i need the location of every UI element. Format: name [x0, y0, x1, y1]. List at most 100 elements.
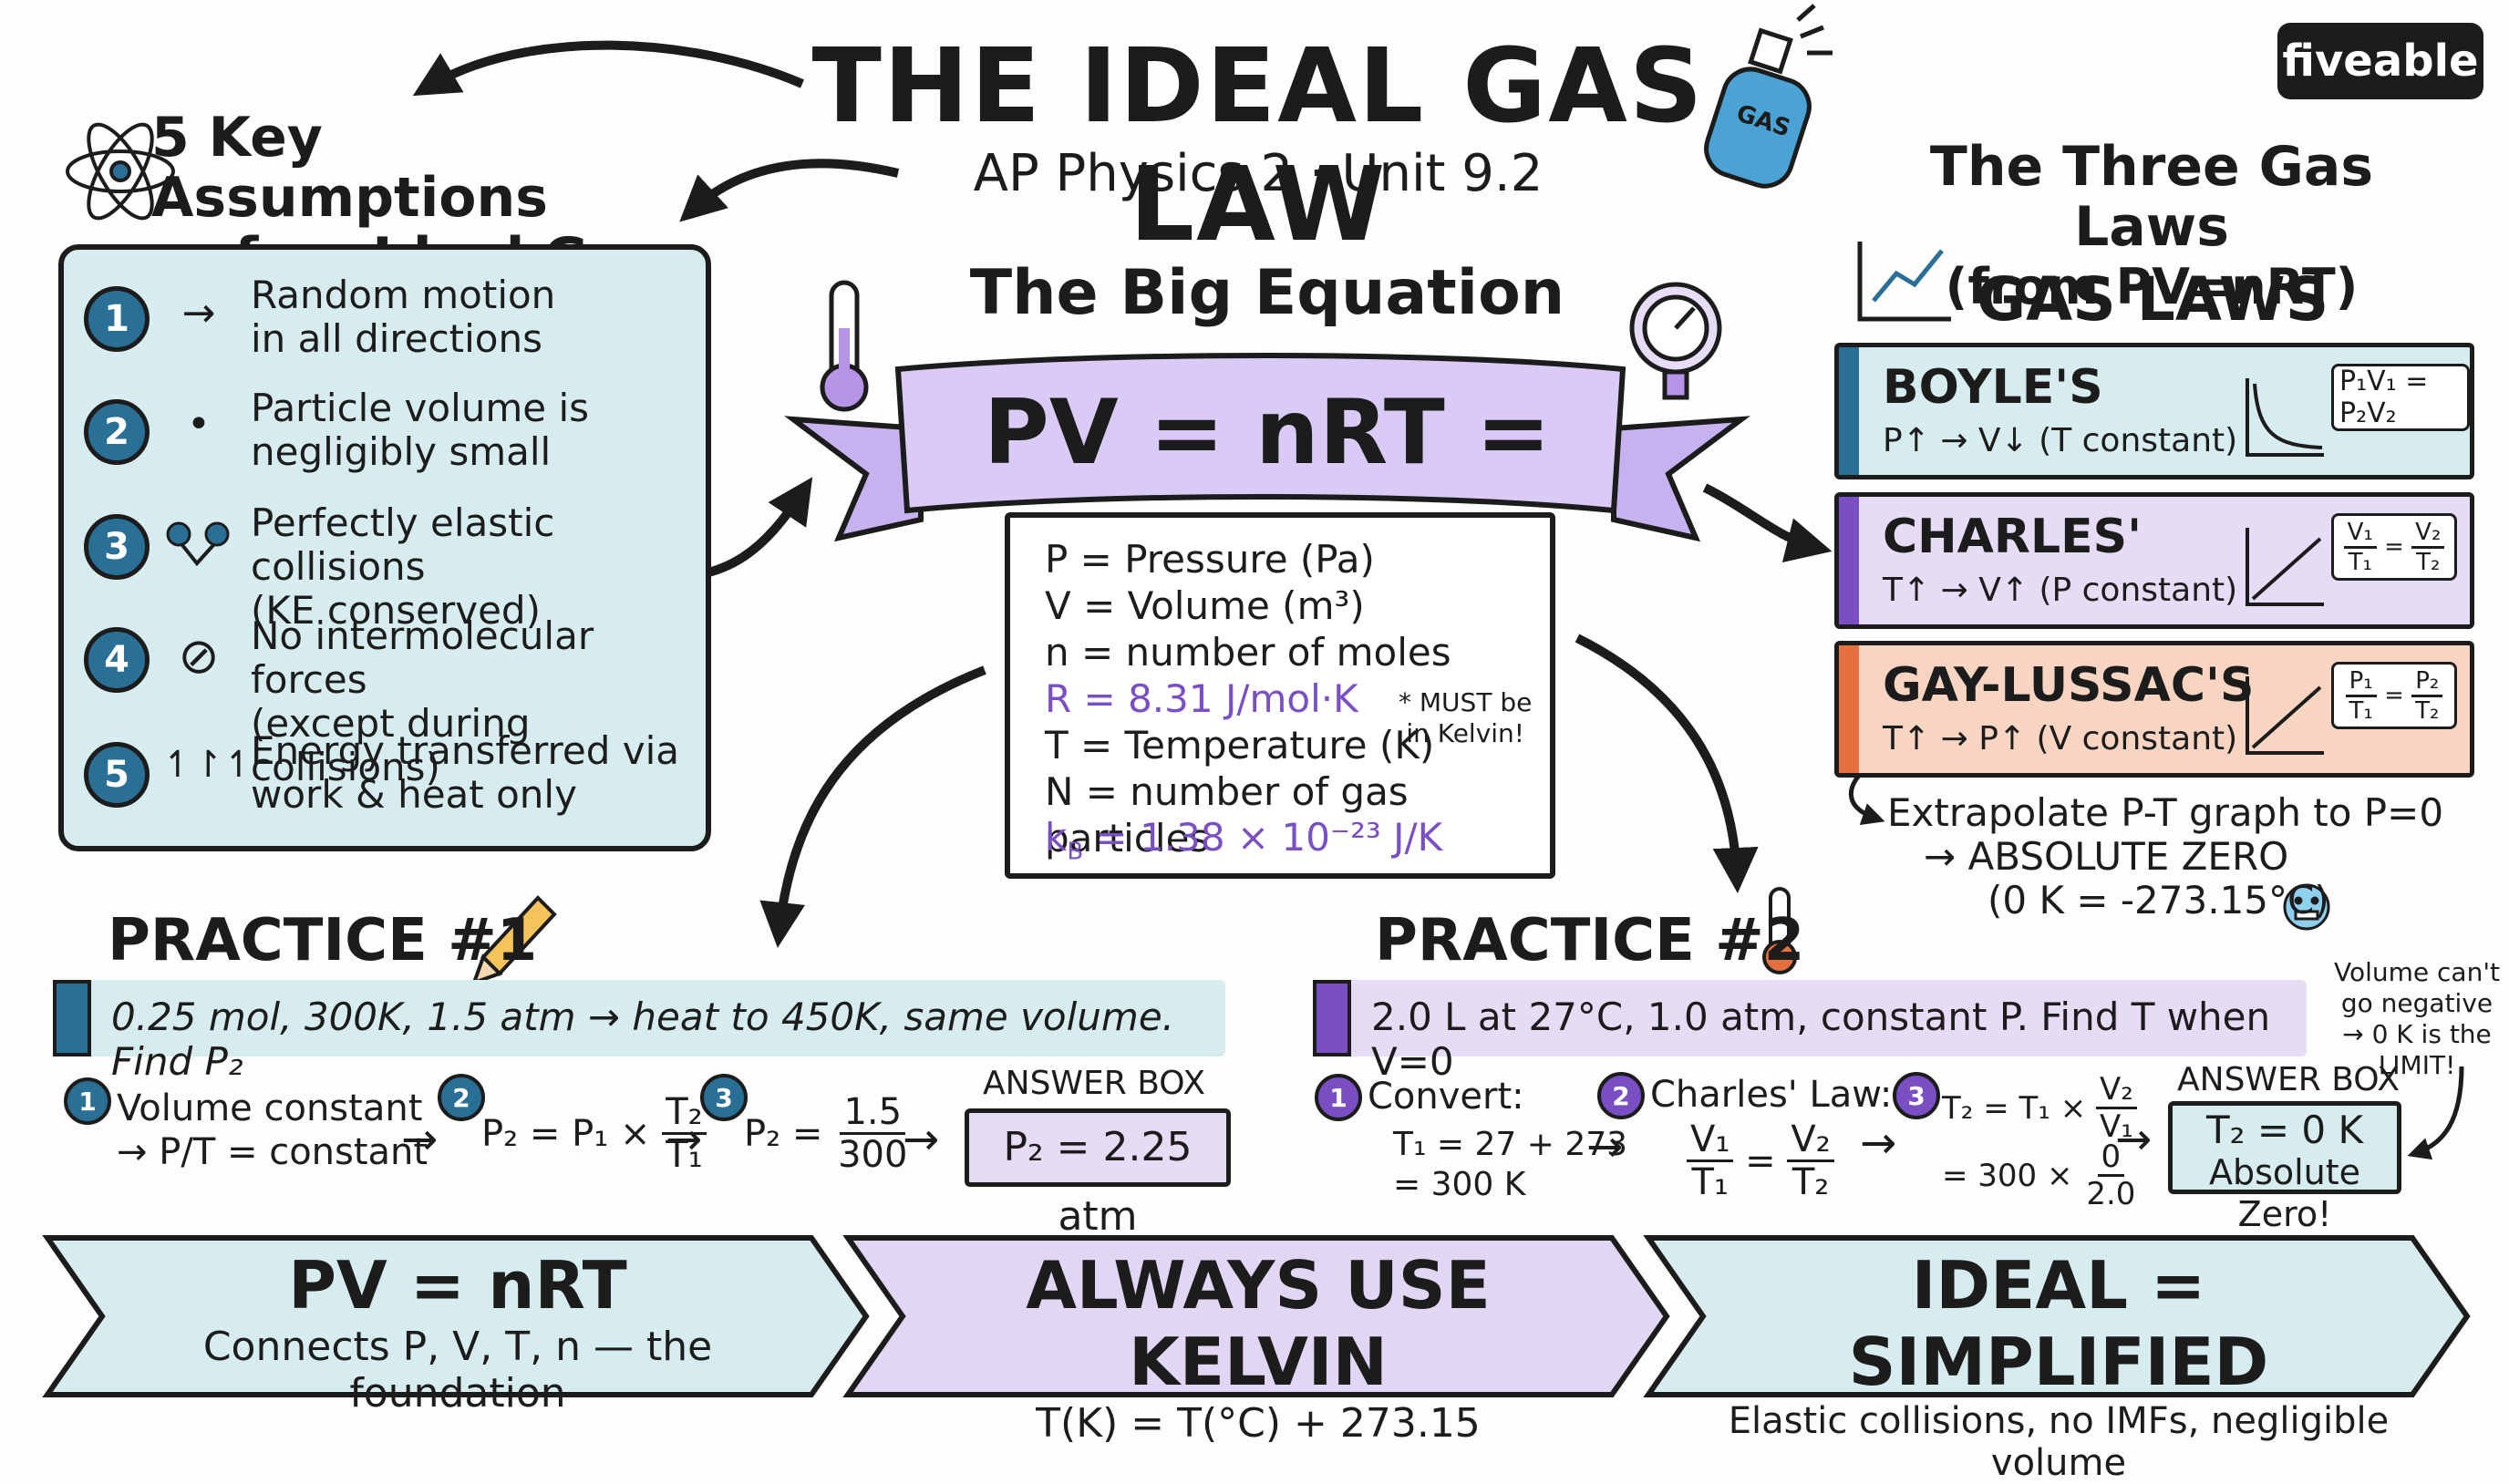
extrapolate-line: Extrapolate P-T graph to P=0 [1887, 790, 2444, 835]
step-line: → P/T = constant [117, 1131, 428, 1173]
fraction-numerator: V₂ [2096, 1074, 2137, 1109]
fraction-denominator: T₁ [666, 1134, 703, 1176]
cold-face-icon [2283, 883, 2330, 931]
law-relation: T↑ → V↑ (P constant) [1883, 572, 2238, 609]
step-equation: P₂ = [744, 1112, 823, 1155]
assumption-line: (except during collisions) [251, 701, 531, 789]
law-formula: P₁V₁ = P₂V₂ [2331, 364, 2470, 431]
law-stripe [1839, 497, 1859, 624]
step-number: 2 [1597, 1072, 1645, 1119]
banner-shape [1643, 1235, 2471, 1397]
gas-laws-heading-line2: (from PV=nRT) [1945, 258, 2359, 315]
banner-shapes [42, 1235, 2471, 1397]
gas-laws-heading-line1: The Three Gas Laws [1929, 135, 2374, 259]
step-arrow-icon: → [2115, 1114, 2153, 1165]
assumption-line: work & heat only [251, 772, 577, 817]
practice1-step1: Volume constant → P/T = constant [117, 1087, 428, 1174]
fraction-numerator: V₂ [1787, 1121, 1834, 1162]
practice1-answer-box: P₂ = 2.25 atm [965, 1108, 1231, 1240]
fraction-denominator: V₁ [2100, 1108, 2133, 1145]
practice1-problem: 0.25 mol, 300K, 1.5 atm → heat to 450K, … [111, 994, 1175, 1084]
practice2-answer-box: T₂ = 0 K Absolute Zero! [2168, 1101, 2401, 1234]
fraction-numerator: V₁ [1687, 1121, 1734, 1162]
step-number: 3 [700, 1074, 748, 1121]
fraction-denominator: 300 [838, 1134, 908, 1176]
practice2-step1: T₁ = 27 + 273 = 300 K [1393, 1125, 1627, 1205]
banner-title: IDEAL = SIMPLIFIED [1848, 1247, 2269, 1400]
step-line: T₁ = 27 + 273 [1393, 1126, 1628, 1163]
brand-logo[interactable]: fiveable [2277, 23, 2483, 99]
inverse-curve-icon [2246, 378, 2324, 457]
step-line: Volume constant [117, 1087, 423, 1129]
dot-icon: • [187, 401, 211, 448]
assumption-line: (KE conserved) [251, 588, 541, 633]
assumptions-panel: 1 → Random motion in all directions 2 • … [58, 244, 711, 851]
assumption-number: 3 [84, 514, 150, 580]
practice2-step2-label: Charles' Law: [1650, 1074, 1893, 1116]
fraction-denominator: T₂ [2416, 548, 2441, 576]
arrow-side-note [2407, 1066, 2464, 1160]
step-number: 3 [1893, 1072, 1940, 1119]
step-arrow-icon: → [1586, 1121, 1624, 1172]
banner-title: ALWAYS USE KELVIN [1026, 1247, 1491, 1400]
ribbon-main [894, 353, 1626, 514]
assumption-text: No intermolecular forces (except during … [251, 614, 706, 789]
thermometer-icon [820, 280, 869, 412]
linear-graph-icon [2246, 528, 2324, 606]
banner-shape [42, 1235, 870, 1397]
practice1-title: PRACTICE #1 [108, 907, 538, 974]
fraction-numerator: 0 [2097, 1141, 2125, 1177]
answer-line: T₂ = 0 K [2206, 1108, 2363, 1152]
fraction-numerator: 1.5 [840, 1094, 906, 1135]
definitions-box: P = Pressure (Pa)V = Volume (m³)n = numb… [1005, 512, 1555, 879]
fraction-denominator: 2.0 [2086, 1176, 2136, 1212]
kelvin-note-line: in Kelvin! [1406, 718, 1525, 748]
decorations-layer [66, 4, 2464, 1160]
definition-line: T = Temperature (K) [1045, 723, 1435, 768]
kelvin-note-line: * MUST be [1399, 687, 1533, 717]
extrapolate-line: (0 K = -273.15°C) [1988, 878, 2329, 922]
practice2-problem-bar: 2.0 L at 27°C, 1.0 atm, constant P. Find… [1313, 980, 2307, 1084]
collision-icon [166, 521, 230, 567]
assumption-line: Perfectly elastic collisions [251, 500, 555, 589]
fraction-denominator: T₁ [2349, 696, 2373, 725]
big-equation-heading: The Big Equation [969, 257, 1565, 329]
brand-logo-text: fiveable [2282, 36, 2479, 87]
fraction-numerator: V₁ [2343, 520, 2377, 549]
definition-line: N = number of gas particles [1045, 769, 1409, 861]
no-forces-icon: ⊘ [178, 627, 220, 685]
definition-line: n = number of moles [1045, 630, 1451, 675]
fraction-numerator: V₂ [2411, 520, 2445, 549]
assumption-line: Random motion [251, 273, 556, 317]
practice2-side-note: Volume can't go negative → 0 K is the LI… [2330, 957, 2504, 1081]
assumption-line: negligibly small [251, 429, 552, 474]
assumption-number: 2 [84, 399, 150, 465]
law-name: CHARLES' [1883, 510, 2142, 564]
gas-laws-subheading: GAS LAWS [1977, 264, 2329, 335]
step-arrow-icon: → [903, 1114, 940, 1165]
arrow-title-left [412, 40, 804, 97]
step-equation: T₂ = T₁ × [1942, 1089, 2087, 1127]
fraction-denominator: T₂ [1791, 1161, 1830, 1203]
fraction-denominator: T₁ [2348, 548, 2372, 576]
arrow-to-practice2 [1575, 634, 1759, 893]
banner-ideal: IDEAL = SIMPLIFIED Elastic collisions, n… [1703, 1247, 2414, 1484]
assumption-text: Particle volume is negligibly small [251, 386, 589, 474]
step-arrow-icon: → [1860, 1118, 1897, 1169]
gas-can-icon [1704, 4, 1833, 189]
law-relation: P↑ → V↓ (T constant) [1883, 422, 2238, 459]
assumption-item: 1 → Random motion in all directions [64, 273, 706, 365]
assumption-text: Random motion in all directions [251, 273, 555, 361]
gas-laws-heading: The Three Gas Laws (from PV=nRT) [1860, 137, 2443, 317]
arrow-ribbon-laws [1702, 483, 1833, 562]
banner-title: PV = nRT [288, 1247, 627, 1324]
assumption-item: 3 Perfectly elastic collisions (KE conse… [64, 500, 706, 633]
banner-subtitle: Elastic collisions, no IMFs, negligible … [1728, 1400, 2390, 1484]
kb-definition: kB = 1.38 × 10⁻²³ J/K [1045, 815, 1442, 865]
